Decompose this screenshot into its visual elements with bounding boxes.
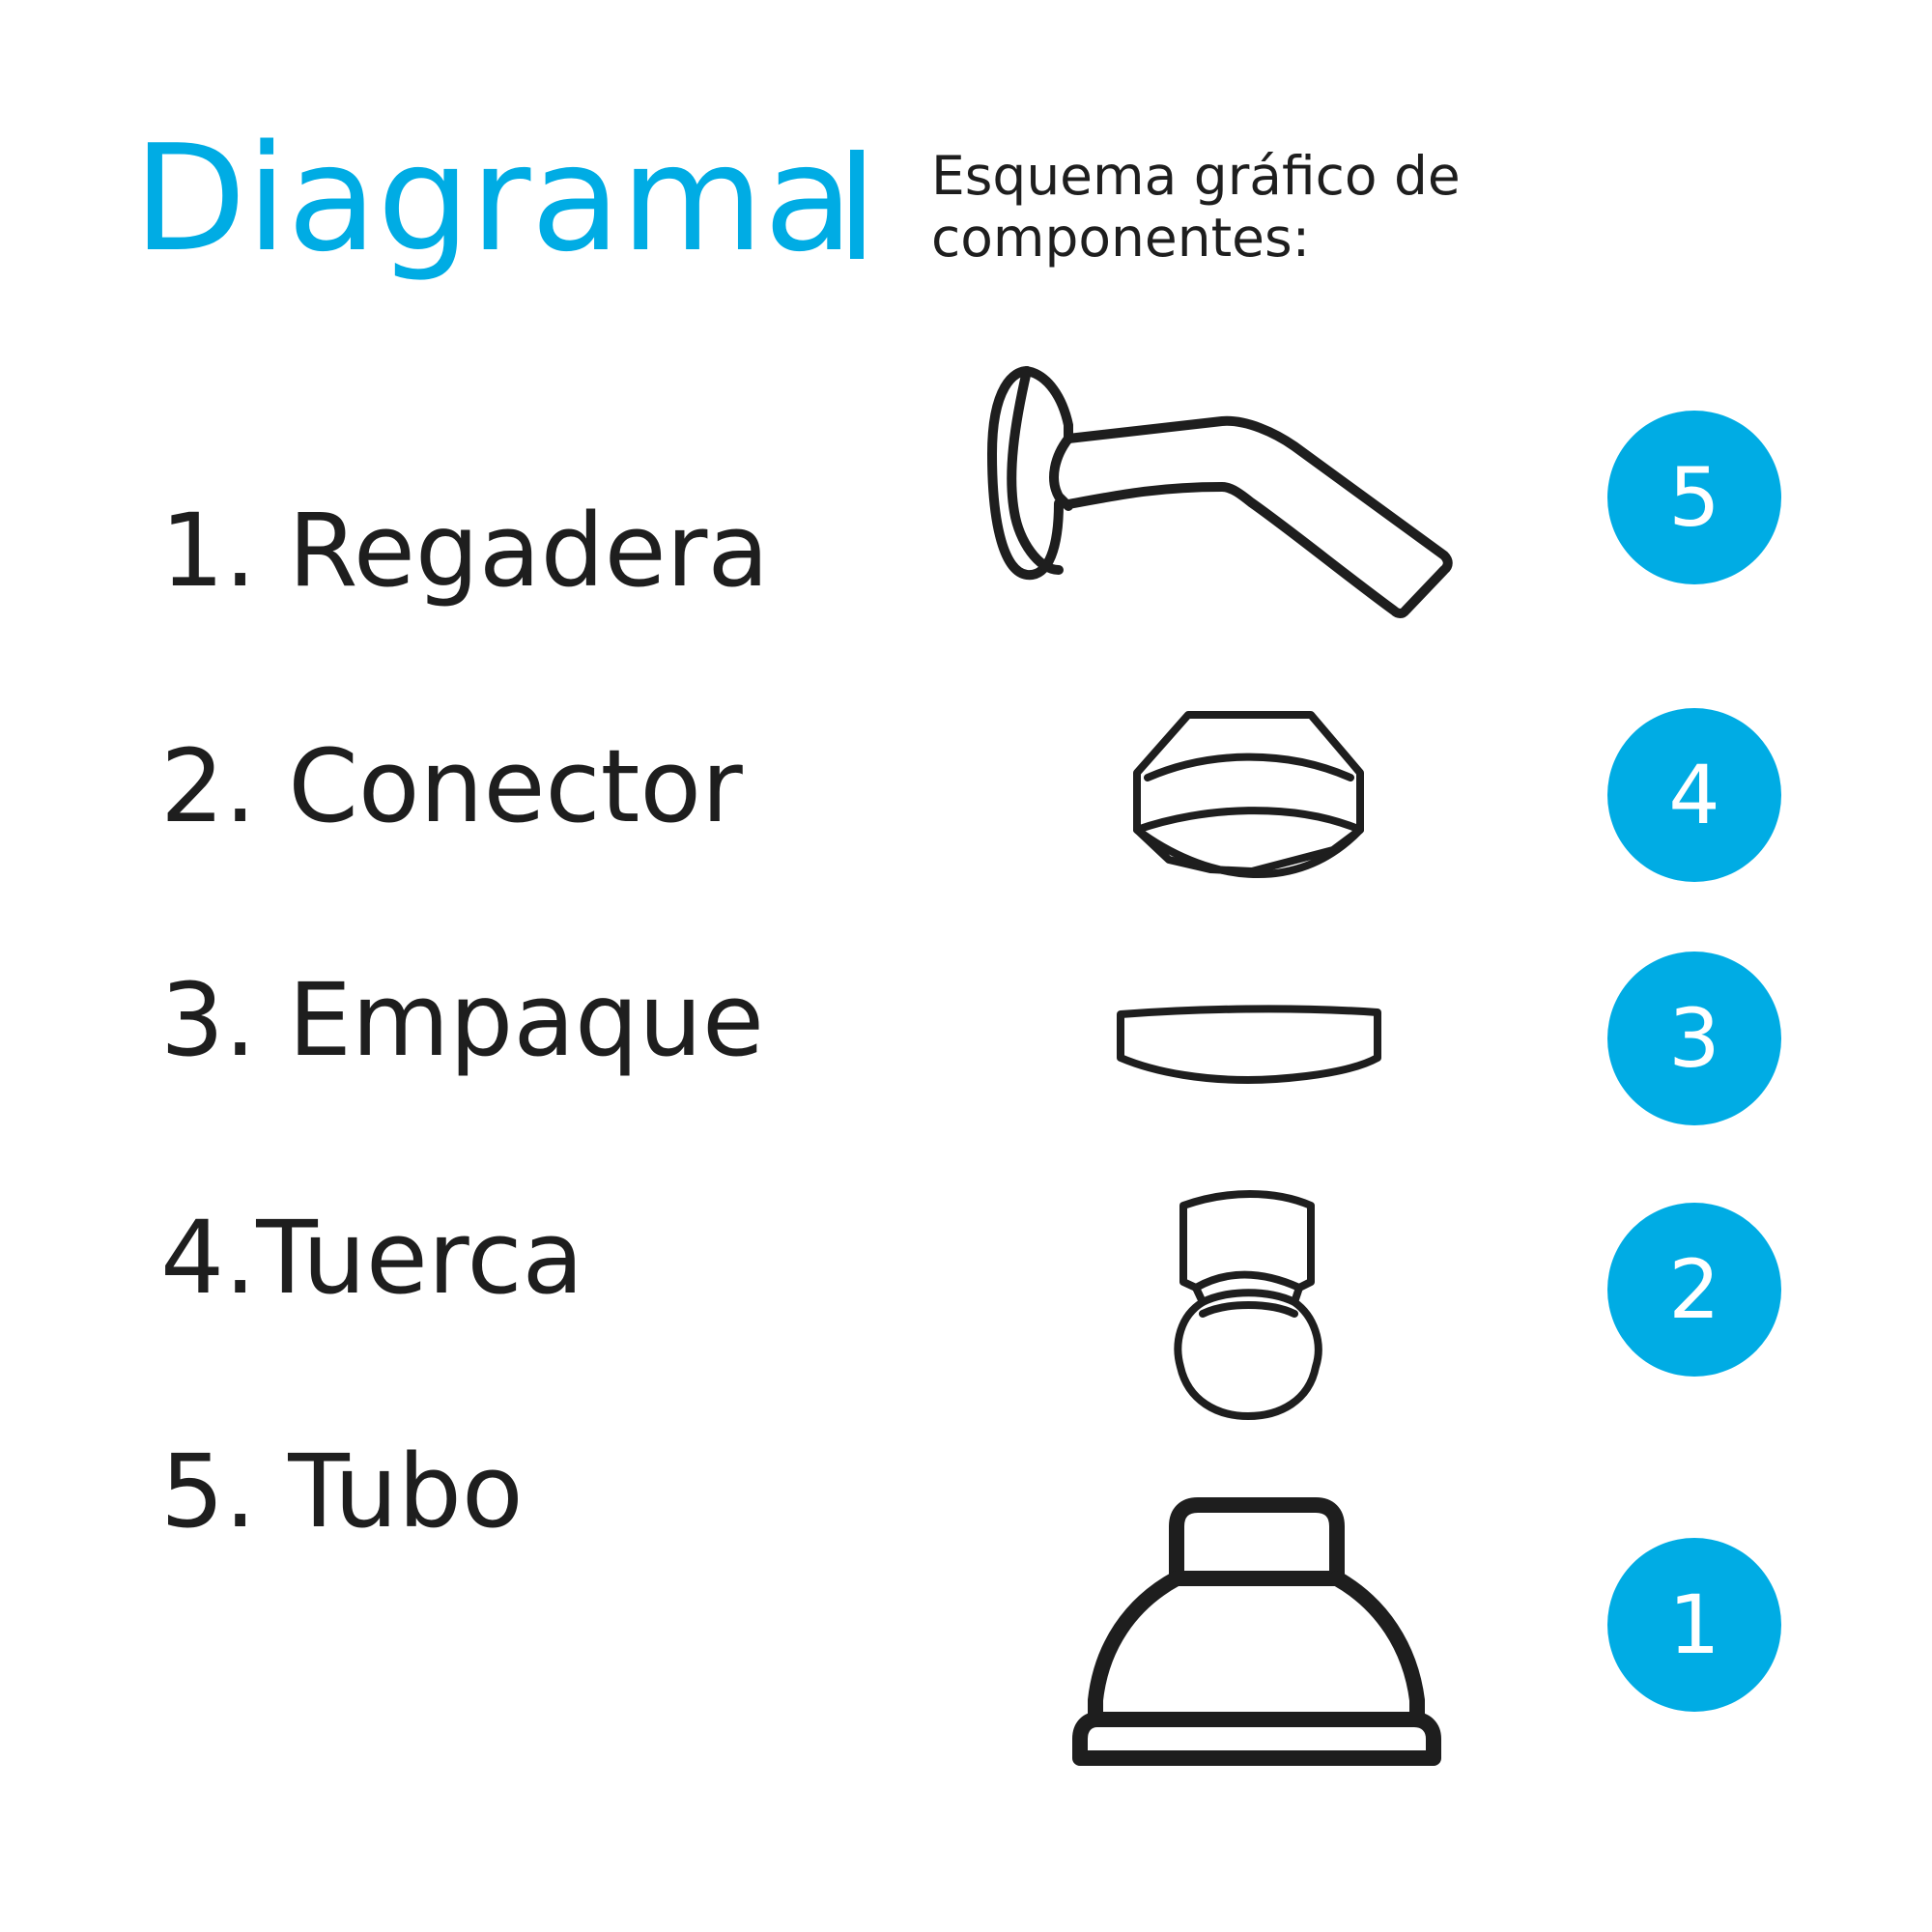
component-item-2: 2. Conector — [160, 727, 743, 845]
page-subtitle: Esquema gráfico de componentes: — [931, 145, 1461, 269]
component-item-1: 1. Regadera — [160, 492, 770, 610]
part-badge-3: 3 — [1607, 952, 1781, 1125]
shower-head-icon — [1072, 1497, 1441, 1766]
part-badge-4: 4 — [1607, 708, 1781, 882]
page-title: Diagrama — [133, 113, 854, 284]
title-divider — [850, 150, 864, 259]
component-item-5: 5. Tubo — [160, 1433, 524, 1550]
part-badge-2: 2 — [1607, 1203, 1781, 1377]
gasket-icon — [1117, 1005, 1381, 1084]
pipe-arm-icon — [987, 366, 1453, 618]
component-item-4: 4.Tuerca — [160, 1199, 584, 1317]
component-item-3: 3. Empaque — [160, 961, 764, 1079]
connector-icon — [1133, 711, 1364, 879]
part-badge-1: 1 — [1607, 1538, 1781, 1712]
part-badge-5: 5 — [1607, 411, 1781, 584]
nut-icon — [1174, 1190, 1322, 1420]
